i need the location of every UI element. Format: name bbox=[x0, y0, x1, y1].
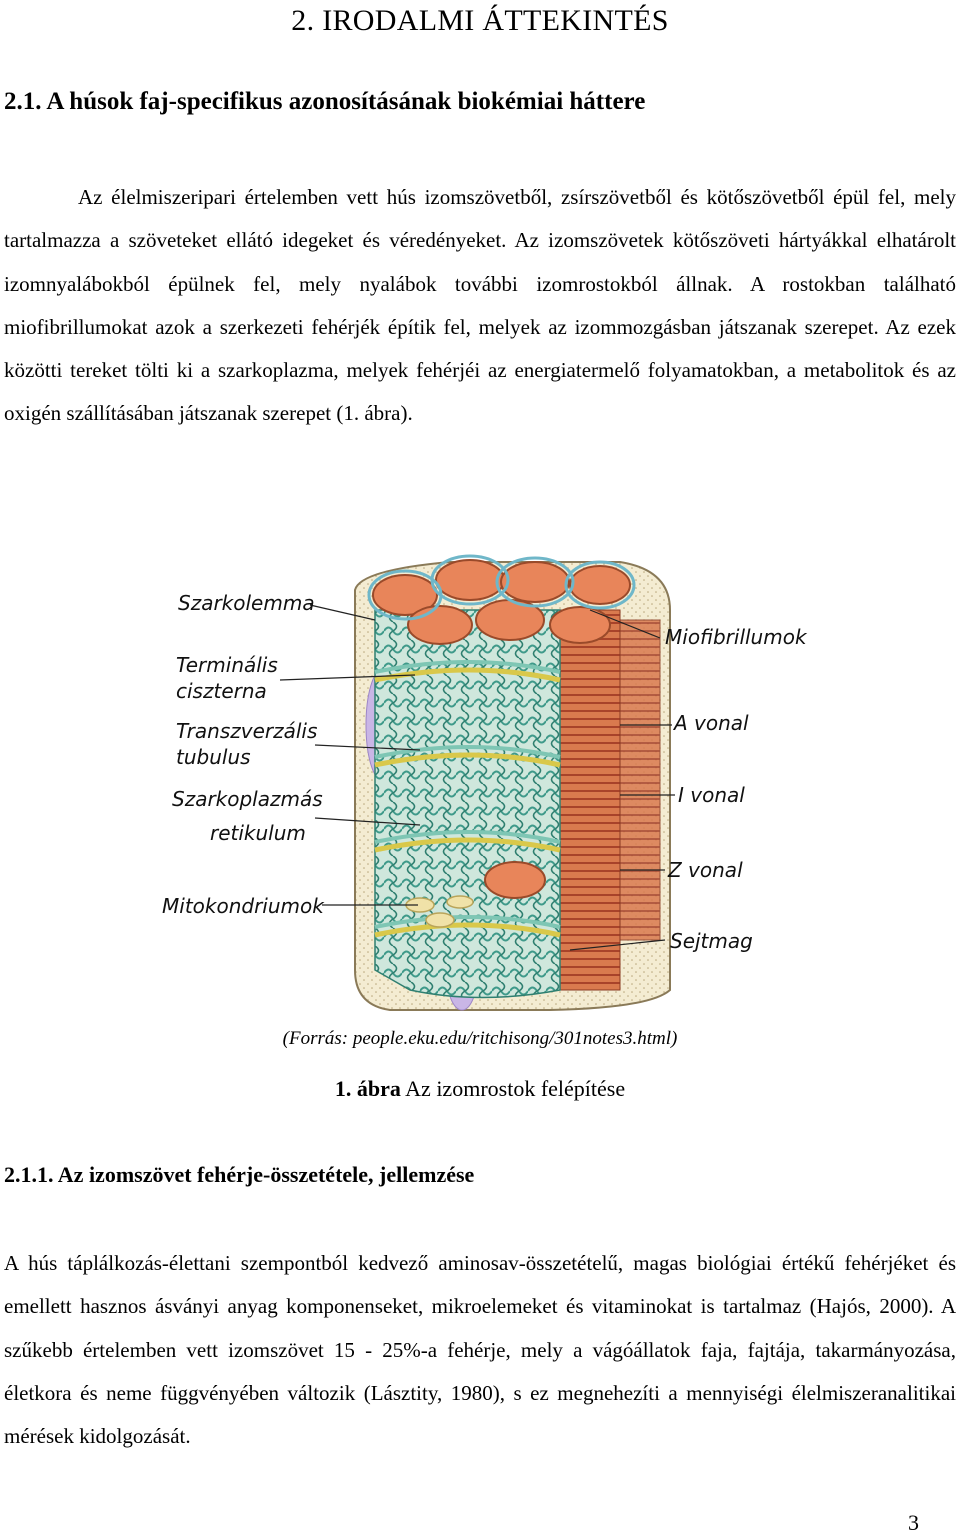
label-reticulum: retikulum bbox=[210, 821, 306, 845]
label-myofibrils: Miofibrillumok bbox=[665, 625, 808, 649]
figure-caption-text: Az izomrostok felépítése bbox=[405, 1076, 626, 1101]
mitochondria bbox=[405, 895, 474, 928]
striated-myofibril-shape bbox=[619, 619, 661, 941]
chapter-title: 2. IRODALMI ÁTTEKINTÉS bbox=[291, 4, 669, 37]
striated-myofibril-shape bbox=[559, 609, 621, 991]
subsection-title: 2.1.1. Az izomszövet fehérje-összetétele… bbox=[4, 1162, 475, 1187]
myofibril-cross-sections bbox=[372, 559, 631, 899]
protein-paragraph: A hús táplálkozás-élettani szempontból k… bbox=[4, 1251, 956, 1449]
section-title: 2.1. A húsok faj-specifikus azonosításán… bbox=[4, 88, 646, 115]
label-cistern: ciszterna bbox=[176, 679, 267, 703]
intro-paragraph: Az élelmiszeripari értelemben vett hús i… bbox=[4, 185, 956, 426]
label-terminal: Terminális bbox=[176, 653, 278, 677]
figure-caption-number: 1. ábra bbox=[334, 1076, 401, 1101]
label-z-line: Z vonal bbox=[667, 858, 743, 882]
figure-source: (Forrás: people.eku.edu/ritchisong/301no… bbox=[282, 1028, 678, 1049]
page-number: 3 bbox=[908, 1510, 919, 1535]
label-mitochondria: Mitokondriumok bbox=[162, 894, 325, 918]
figure-caption: 1. ábra Az izomrostok felépítése bbox=[0, 1076, 960, 1102]
label-sarcoplasmic: Szarkoplazmás bbox=[172, 787, 323, 811]
label-tubule: tubulus bbox=[176, 745, 251, 769]
label-transverse: Transzverzális bbox=[176, 719, 317, 743]
label-nucleus: Sejtmag bbox=[670, 929, 753, 953]
muscle-fiber-figure: Szarkolemma Terminális ciszterna Transzv… bbox=[162, 554, 808, 1011]
label-sarcolemma: Szarkolemma bbox=[178, 591, 315, 615]
label-i-band: I vonal bbox=[678, 783, 745, 807]
label-a-band: A vonal bbox=[672, 711, 749, 735]
